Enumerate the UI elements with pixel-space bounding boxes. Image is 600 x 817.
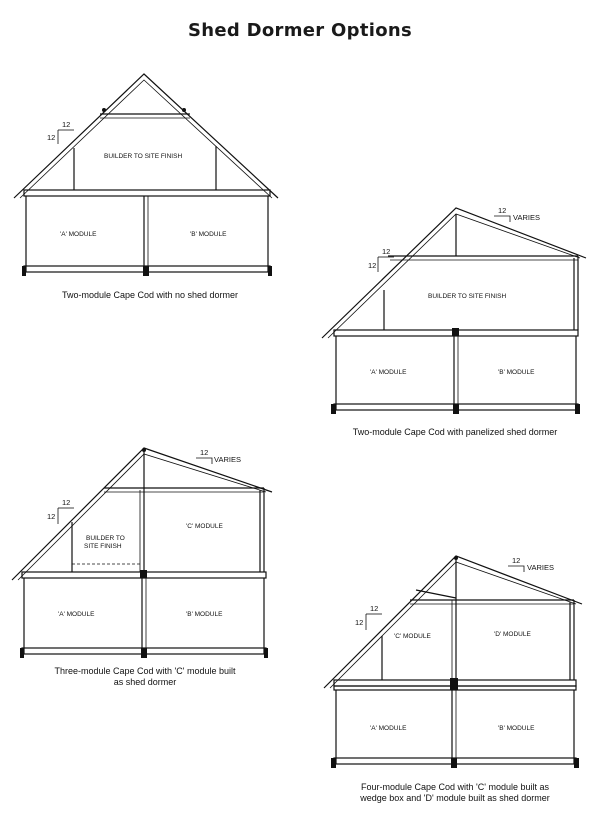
caption-line-1: Four-module Cape Cod with 'C' module bui… bbox=[360, 782, 550, 792]
a-module-label: 'A' MODULE bbox=[60, 231, 97, 238]
pitch-run-label: 12 bbox=[47, 133, 55, 142]
b-module-label: 'B' MODULE bbox=[190, 231, 227, 238]
diagram-4-four-module: 12 12 12 VARIES 'C' MODULE 'D' MODULE 'A… bbox=[323, 555, 583, 768]
c-module-label: 'C' MODULE bbox=[186, 523, 223, 530]
page-title: Shed Dormer Options bbox=[188, 20, 412, 41]
roof-outline bbox=[13, 73, 279, 199]
pitch-rise-label: 12 bbox=[512, 556, 520, 565]
caption-line-2: wedge box and 'D' module built as shed d… bbox=[360, 793, 550, 803]
b-module-label: 'B' MODULE bbox=[186, 611, 223, 618]
caption-diagram-3: Three-module Cape Cod with 'C' module bu… bbox=[20, 666, 270, 688]
pitch-run-label: 12 bbox=[368, 261, 376, 270]
pitch-rise-label: 12 bbox=[370, 604, 378, 613]
pitch-run-label: 12 bbox=[355, 618, 363, 627]
pitch-rise-label: 12 bbox=[498, 206, 506, 215]
caption-diagram-2: Two-module Cape Cod with panelized shed … bbox=[352, 427, 558, 437]
caption-diagram-1: Two-module Cape Cod with no shed dormer bbox=[61, 290, 239, 300]
diagram-2-panelized-shed-dormer: 12 12 12 VARIES BUILDER TO SITE FINISH '… bbox=[321, 206, 587, 414]
pitch-varies-label: VARIES bbox=[527, 563, 554, 572]
caption-diagram-4: Four-module Cape Cod with 'C' module bui… bbox=[330, 782, 580, 804]
builder-finish-label: BUILDER TO SITE FINISH bbox=[428, 293, 506, 300]
pitch-rise-label: 12 bbox=[62, 120, 70, 129]
b-module-label: 'B' MODULE bbox=[498, 369, 535, 376]
builder-finish-label: SITE FINISH bbox=[84, 543, 122, 550]
pitch-varies-label: VARIES bbox=[214, 455, 241, 464]
d-module-label: 'D' MODULE bbox=[494, 631, 531, 638]
a-module-label: 'A' MODULE bbox=[58, 611, 95, 618]
builder-finish-label: BUILDER TO bbox=[86, 535, 125, 542]
a-module-label: 'A' MODULE bbox=[370, 369, 407, 376]
c-module-label: 'C' MODULE bbox=[394, 633, 431, 640]
builder-finish-label: BUILDER TO SITE FINISH bbox=[104, 153, 182, 160]
pitch-rise-label: 12 bbox=[382, 247, 390, 256]
caption-line-2: as shed dormer bbox=[113, 677, 177, 687]
caption-line-1: Three-module Cape Cod with 'C' module bu… bbox=[54, 666, 236, 676]
a-module-label: 'A' MODULE bbox=[370, 725, 407, 732]
pitch-varies-label: VARIES bbox=[513, 213, 540, 222]
diagram-3-three-module: 12 12 12 VARIES BUILDER TO SITE FINISH '… bbox=[11, 447, 273, 658]
diagram-1-no-shed-dormer: 12 12 BUILDER TO SITE FINISH 'A' MODULE … bbox=[13, 73, 279, 276]
b-module-label: 'B' MODULE bbox=[498, 725, 535, 732]
pitch-run-label: 12 bbox=[47, 512, 55, 521]
pitch-rise-label: 12 bbox=[200, 448, 208, 457]
pitch-rise-label: 12 bbox=[62, 498, 70, 507]
